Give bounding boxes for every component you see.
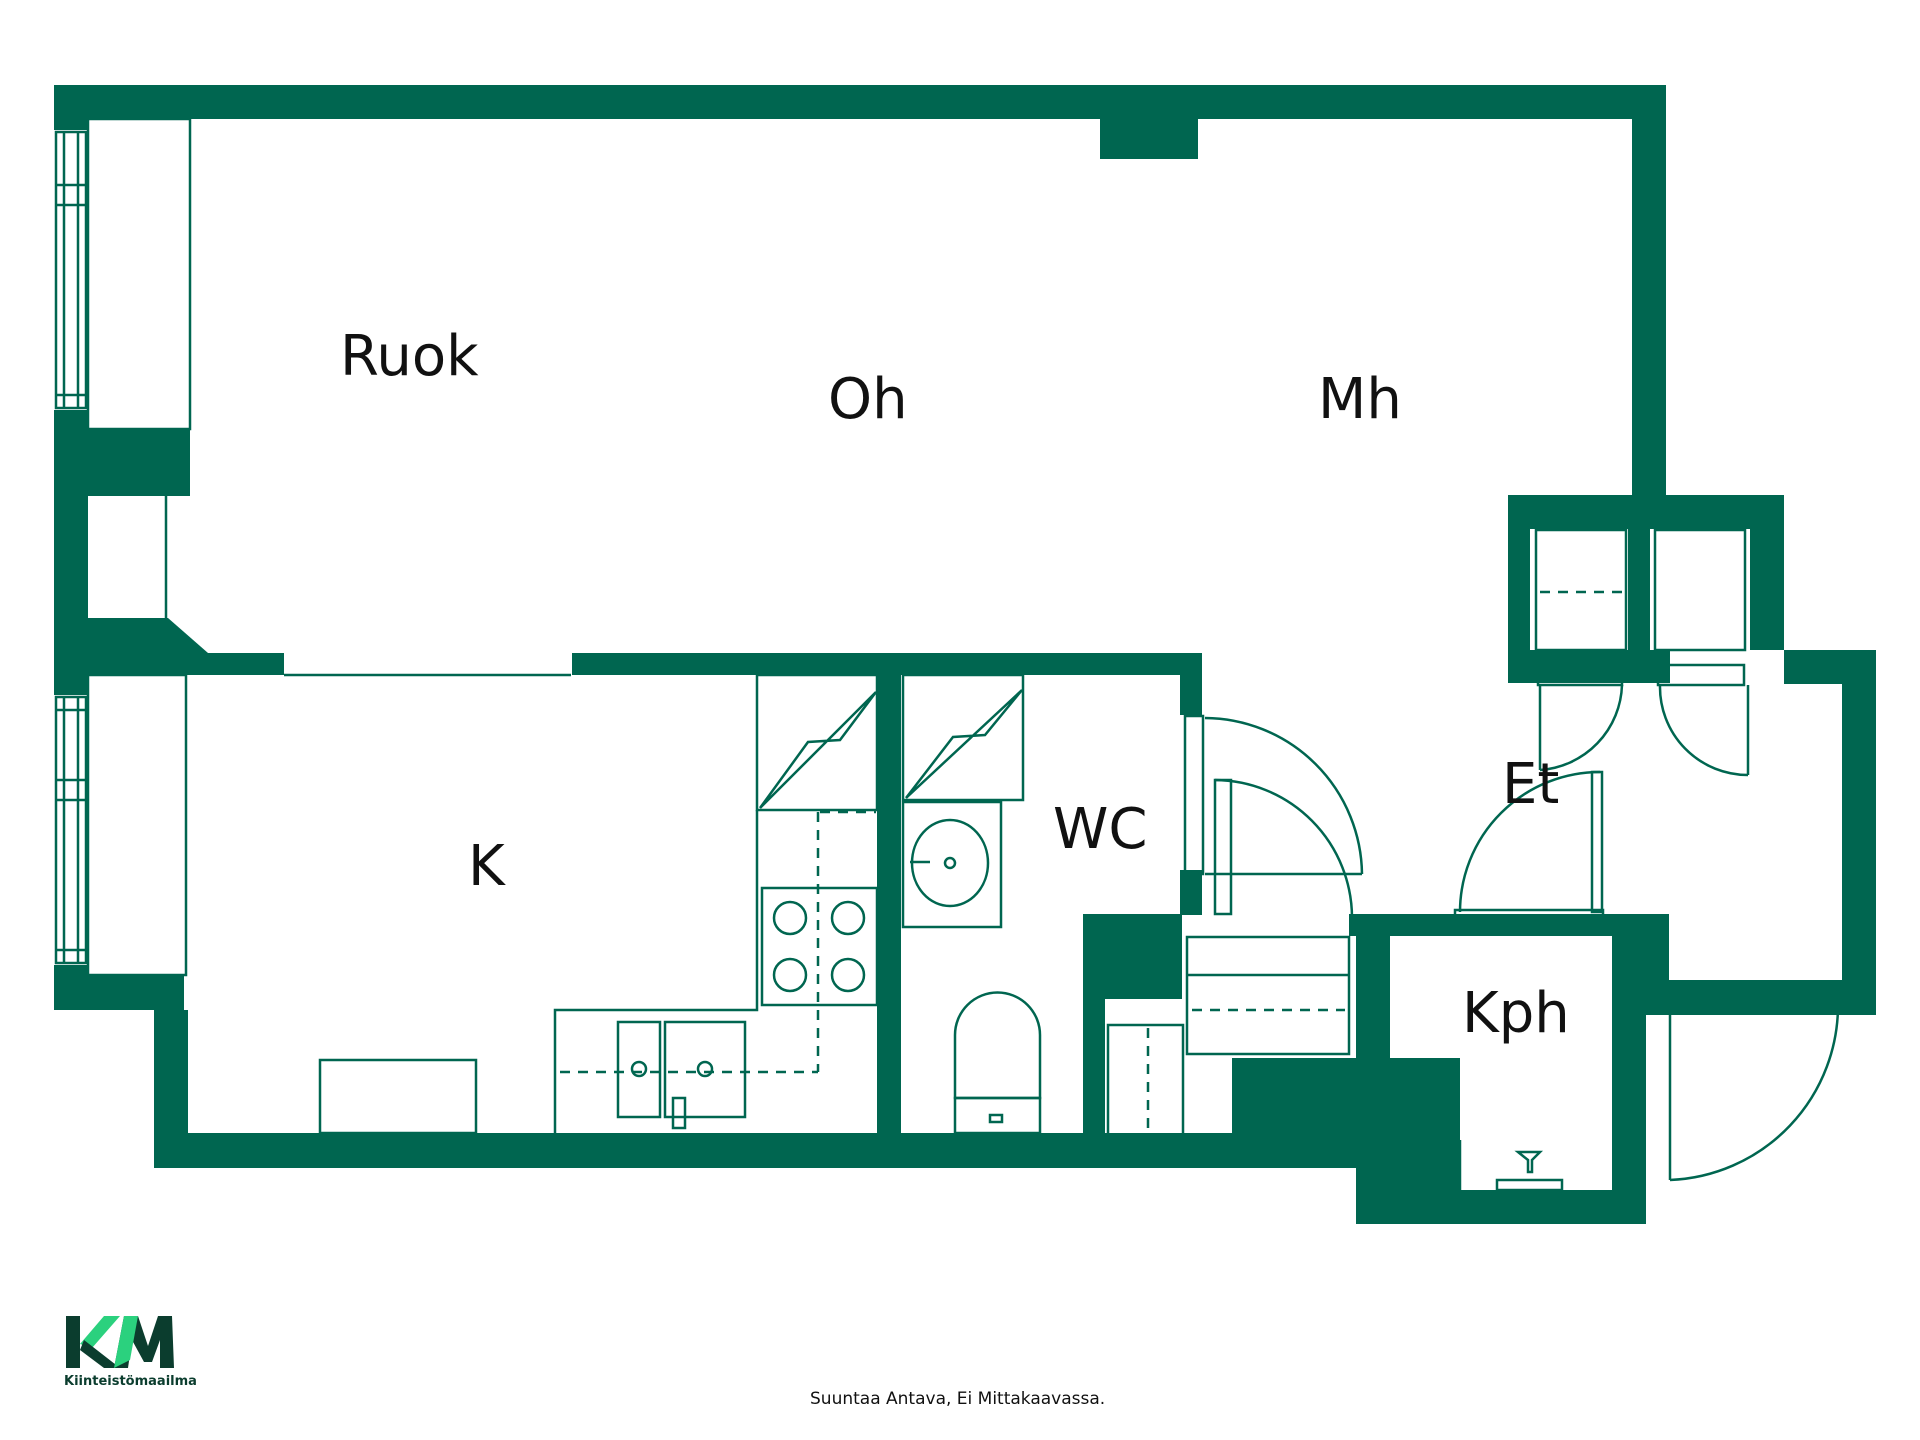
room-label-oh: Oh — [828, 367, 908, 432]
room-label-wc: WC — [1053, 797, 1147, 862]
wc-fixtures — [901, 800, 1185, 1137]
room-label-mh: Mh — [1318, 367, 1402, 432]
opening — [284, 653, 572, 675]
room-label-kph: Kph — [1462, 981, 1570, 1046]
km-logo-mark — [66, 1316, 174, 1368]
kitchen-fixtures — [318, 673, 1025, 1135]
room-label-ruok: Ruok — [340, 324, 479, 389]
doors — [1183, 528, 1840, 1192]
room-label-k: K — [468, 834, 506, 899]
room-label-et: Et — [1502, 752, 1559, 817]
windows — [54, 117, 192, 977]
logo-tagline: Kiinteistömaailma — [64, 1374, 197, 1389]
km-logo: Kiinteistömaailma — [64, 1316, 197, 1389]
footer-note: Suuntaa Antava, Ei Mittakaavassa. — [810, 1389, 1105, 1409]
